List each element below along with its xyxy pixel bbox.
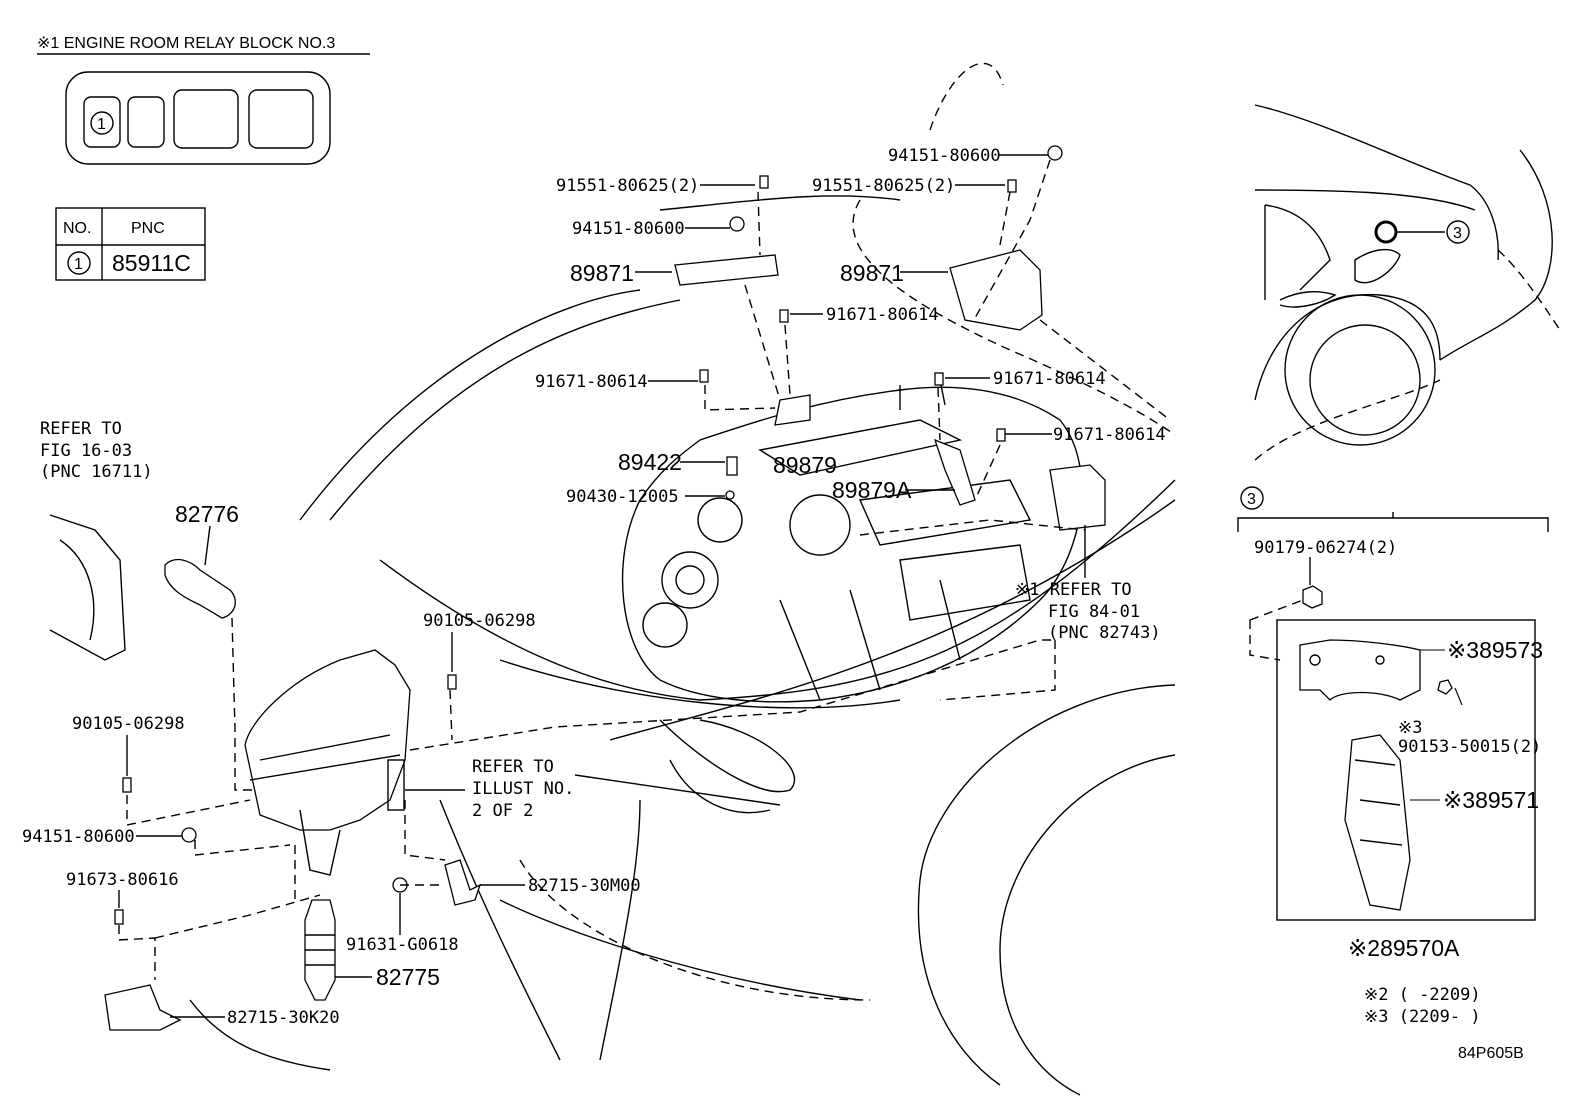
- label-89871-right: 89871: [840, 260, 904, 286]
- inset-3-marker: 3: [1247, 491, 1256, 508]
- label-91551-80625-left: 91551-80625(2): [556, 176, 699, 196]
- small-brackets: [104, 145, 1106, 1031]
- note-3: ※3 (2209- ): [1364, 1007, 1481, 1027]
- label-89879: 89879: [773, 452, 837, 478]
- label-91671-80614-d: 91671-80614: [1053, 425, 1166, 445]
- relay-slot-marker-label: 1: [97, 116, 106, 133]
- ref-fig16-line1: REFER TO: [40, 419, 122, 439]
- label-90430-12005: 90430-12005: [566, 487, 679, 507]
- label-89879A: 89879A: [832, 477, 912, 503]
- pnc-table-col-no: NO.: [63, 220, 91, 237]
- label-94151-80600-mid: 94151-80600: [572, 219, 685, 239]
- label-91673-80616: 91673-80616: [66, 870, 179, 890]
- label-82715-30M00: 82715-30M00: [528, 876, 641, 896]
- label-82776: 82776: [175, 501, 239, 527]
- label-91671-80614-b: 91671-80614: [535, 372, 648, 392]
- ref-fig16-line2: FIG 16-03: [40, 441, 132, 461]
- label-90179-06274: 90179-06274(2): [1254, 538, 1397, 558]
- ref-illust-line2: ILLUST NO.: [472, 779, 574, 799]
- pnc-table-row-no: 1: [74, 256, 83, 273]
- label-82715-30K20: 82715-30K20: [227, 1008, 340, 1028]
- ref-fig16-line3: (PNC 16711): [40, 462, 153, 482]
- relay-block-title: ※1 ENGINE ROOM RELAY BLOCK NO.3: [37, 35, 335, 52]
- part-labels: 94151-80600 91551-80625(2) 91551-80625(2…: [22, 146, 1543, 1062]
- ref-fig84-line1: ※1 REFER TO: [1015, 580, 1132, 600]
- vehicle-body-outline: [189, 62, 1176, 1096]
- label-90153-50015: 90153-50015(2): [1398, 737, 1541, 757]
- label-89571: ※389571: [1443, 787, 1539, 813]
- label-90153-mark: ※3: [1398, 718, 1422, 738]
- ref-illust-line3: 2 OF 2: [472, 801, 533, 821]
- label-91671-80614-c: 91671-80614: [993, 369, 1106, 389]
- pnc-table-col-pnc: PNC: [131, 220, 165, 237]
- label-89871-left: 89871: [570, 260, 634, 286]
- label-82775: 82775: [376, 964, 440, 990]
- diagram-code: 84P605B: [1458, 1045, 1524, 1062]
- label-91671-80614-a: 91671-80614: [826, 305, 939, 325]
- label-91551-80625-right: 91551-80625(2): [812, 176, 955, 196]
- inset-3: 3: [1237, 486, 1549, 921]
- label-90105-06298-a: 90105-06298: [423, 611, 536, 631]
- washer-tank-assembly: [244, 649, 411, 1001]
- ref-fig84-line3: (PNC 82743): [1048, 623, 1161, 643]
- note-2: ※2 ( -2209): [1364, 985, 1481, 1005]
- label-89570A: ※289570A: [1348, 935, 1460, 961]
- label-94151-80600-low: 94151-80600: [22, 827, 135, 847]
- label-91631-G0618: 91631-G0618: [346, 935, 459, 955]
- pnc-table-row-pnc: 85911C: [112, 250, 191, 276]
- label-90105-06298-b: 90105-06298: [72, 714, 185, 734]
- fan-shroud-hose: [49, 514, 236, 661]
- relay-block-section: ※1 ENGINE ROOM RELAY BLOCK NO.3 1 NO. PN…: [37, 35, 370, 281]
- label-89422: 89422: [618, 449, 682, 475]
- relay-slot-marker: [90, 111, 114, 135]
- label-94151-80600-top: 94151-80600: [888, 146, 1001, 166]
- leader-lines: [118, 154, 1311, 1018]
- engine-assembly: [621, 379, 1083, 814]
- callout-3-label: 3: [1453, 225, 1462, 242]
- rear-vehicle-view: 3: [1254, 104, 1561, 461]
- ref-fig84-line2: FIG 84-01: [1048, 602, 1140, 622]
- ref-illust-line1: REFER TO: [472, 757, 554, 777]
- label-89573: ※389573: [1447, 637, 1543, 663]
- location-marker-3: [1374, 220, 1398, 244]
